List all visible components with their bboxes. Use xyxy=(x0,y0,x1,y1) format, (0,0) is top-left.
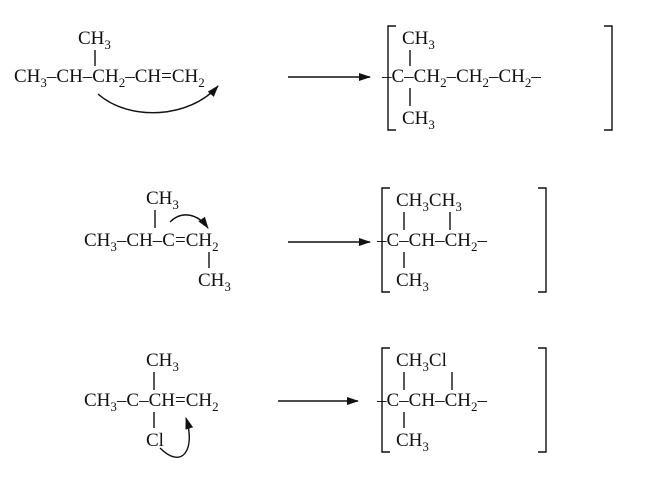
r3-reactant-chain: CH3–C–CH=CH2 xyxy=(84,390,219,414)
r3-product-substituents-top: CH3Cl xyxy=(396,350,447,374)
r1-reactant-chain: CH3–CH–CH2–CH=CH2 xyxy=(14,66,205,90)
r2-product-chain: –C–CH–CH2– xyxy=(376,230,487,254)
reaction-3: CH3 CH3–C–CH=CH2 Cl CH3Cl –C–CH–CH2– CH3 xyxy=(84,347,547,458)
r2-product-methyl-bottom: CH3 xyxy=(396,270,429,294)
r3-product-methyl-bottom: CH3 xyxy=(396,430,429,454)
r1-reactant-methyl-top: CH3 xyxy=(78,28,111,52)
r1-right-bracket xyxy=(604,25,613,131)
reaction-3-reactant: CH3 CH3–C–CH=CH2 Cl xyxy=(84,350,219,458)
r2-right-bracket xyxy=(538,187,547,293)
r2-reactant-chain: CH3–CH–C=CH2 xyxy=(84,230,219,254)
r1-hydride-shift-arrow xyxy=(97,85,219,114)
reaction-2-product: CH3CH3 –C–CH–CH2– CH3 xyxy=(376,187,547,294)
r3-left-bracket xyxy=(381,347,390,453)
r3-right-bracket xyxy=(538,347,547,453)
reaction-1-product: CH3 –C–CH2–CH2–CH2– CH3 xyxy=(381,25,613,132)
r1-product-methyl-top: CH3 xyxy=(402,28,435,52)
r2-reactant-methyl-bottom: CH3 xyxy=(198,270,231,294)
r3-reactant-methyl-top: CH3 xyxy=(146,350,179,374)
reaction-1-reactant: CH3 CH3–CH–CH2–CH=CH2 xyxy=(14,28,219,114)
reaction-1: CH3 CH3–CH–CH2–CH=CH2 CH3 –C–CH2–CH2–CH2… xyxy=(14,25,613,132)
reaction-3-product: CH3Cl –C–CH–CH2– CH3 xyxy=(376,347,547,454)
r1-product-methyl-bottom: CH3 xyxy=(402,108,435,132)
r3-reactant-chloro: Cl xyxy=(146,430,164,451)
r3-chloride-shift-arrow xyxy=(159,417,194,458)
r2-hydride-shift-arrow xyxy=(169,214,209,229)
r3-product-chain: –C–CH–CH2– xyxy=(376,390,487,414)
r1-left-bracket xyxy=(387,25,396,131)
r1-product-chain: –C–CH2–CH2–CH2– xyxy=(381,66,541,90)
reaction-2-reactant: CH3 CH3–CH–C=CH2 CH3 xyxy=(84,188,231,294)
r2-reactant-methyl-top: CH3 xyxy=(146,188,179,212)
r2-left-bracket xyxy=(381,187,390,293)
r2-product-methyls-top: CH3CH3 xyxy=(396,190,462,214)
reaction-2: CH3 CH3–CH–C=CH2 CH3 CH3CH3 –C–CH–CH2– C… xyxy=(84,187,547,294)
